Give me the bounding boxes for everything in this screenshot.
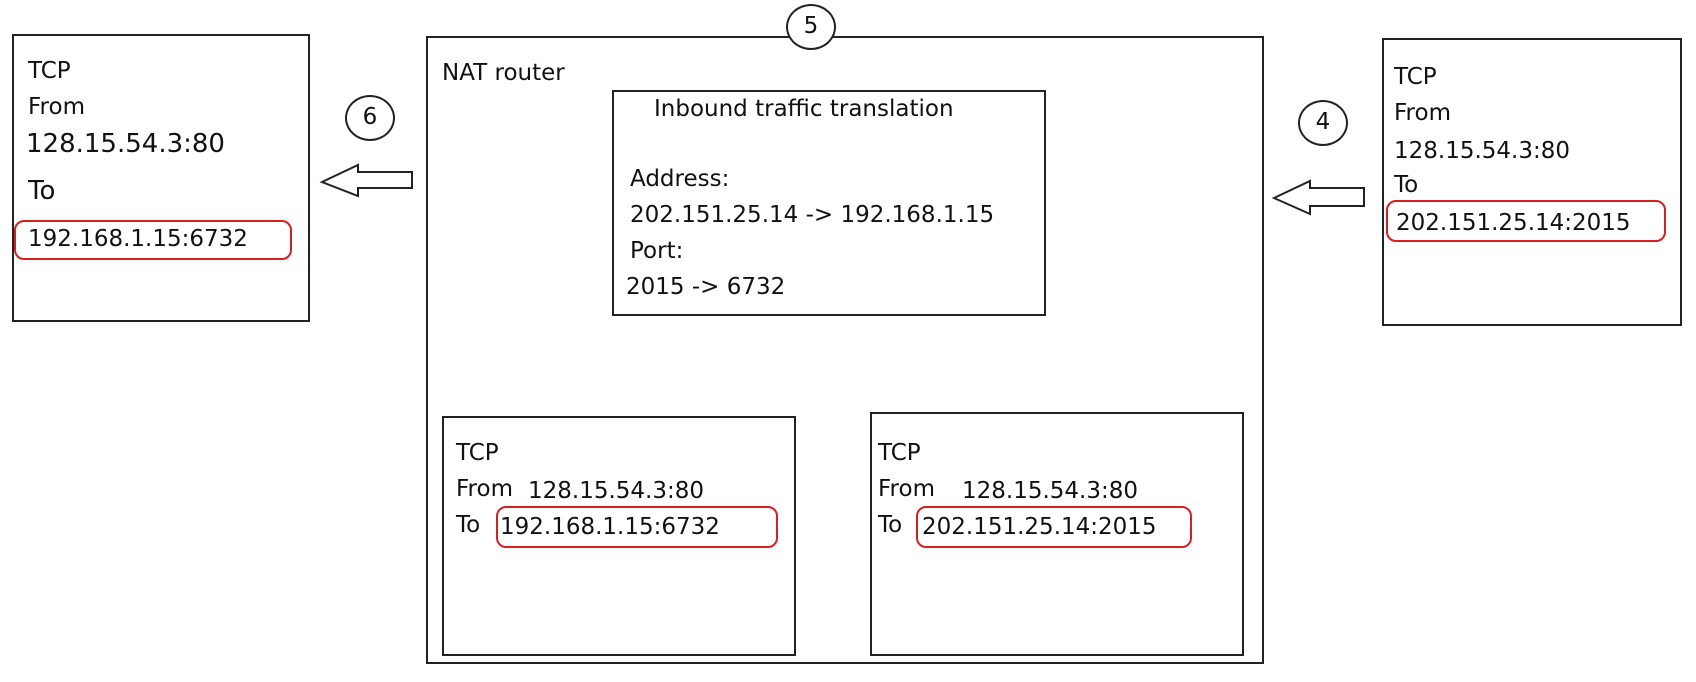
right-packet-to-highlight: [1386, 200, 1666, 242]
step-5-badge: 5: [786, 4, 836, 50]
outgoing-packet-to-label: To: [456, 512, 481, 538]
left-packet-box: TCP From 128.15.54.3:80 To 192.168.1.15:…: [12, 34, 310, 322]
translation-box: Inbound traffic translation Address: 202…: [612, 90, 1046, 316]
step-4-badge: 4: [1298, 100, 1348, 146]
translation-port-value: 2015 -> 6732: [626, 274, 786, 300]
incoming-packet-from-value: 128.15.54.3:80: [962, 478, 1139, 504]
nat-router-title: NAT router: [442, 60, 565, 86]
translation-address-value: 202.151.25.14 -> 192.168.1.15: [630, 202, 995, 228]
incoming-packet-to-value: 202.151.25.14:2015: [922, 514, 1157, 540]
arrow-4-left: [1271, 179, 1365, 216]
incoming-packet-protocol: TCP: [878, 440, 921, 466]
translation-port-label: Port:: [630, 238, 684, 264]
left-packet-to-label: To: [28, 176, 56, 206]
left-packet-protocol: TCP: [28, 58, 71, 84]
incoming-packet-from-label: From: [878, 476, 935, 502]
incoming-packet-to-label: To: [878, 512, 903, 538]
outgoing-packet-from-label: From: [456, 476, 513, 502]
right-packet-box: TCP From 128.15.54.3:80 To 202.151.25.14…: [1382, 38, 1682, 326]
left-packet-to-highlight: [14, 220, 292, 260]
right-packet-from-value: 128.15.54.3:80: [1394, 138, 1571, 164]
left-packet-from-value: 128.15.54.3:80: [26, 129, 225, 159]
right-packet-from-label: From: [1394, 100, 1451, 126]
outgoing-packet-to-highlight: [496, 506, 778, 548]
arrow-6-left: [319, 163, 413, 198]
translation-address-label: Address:: [630, 166, 730, 192]
incoming-packet-to-highlight: [916, 506, 1192, 548]
right-packet-protocol: TCP: [1394, 64, 1437, 90]
outgoing-packet-to-value: 192.168.1.15:6732: [500, 514, 720, 540]
left-packet-from-label: From: [28, 94, 85, 120]
left-packet-to-value: 192.168.1.15:6732: [28, 226, 248, 252]
router-incoming-packet: TCP From 128.15.54.3:80 To 202.151.25.14…: [870, 412, 1244, 656]
step-6-badge: 6: [345, 95, 395, 141]
outgoing-packet-from-value: 128.15.54.3:80: [528, 478, 705, 504]
right-packet-to-label: To: [1394, 172, 1419, 198]
translation-title: Inbound traffic translation: [654, 96, 954, 122]
router-outgoing-packet: TCP From 128.15.54.3:80 To 192.168.1.15:…: [442, 416, 796, 656]
outgoing-packet-protocol: TCP: [456, 440, 499, 466]
right-packet-to-value: 202.151.25.14:2015: [1396, 210, 1631, 236]
